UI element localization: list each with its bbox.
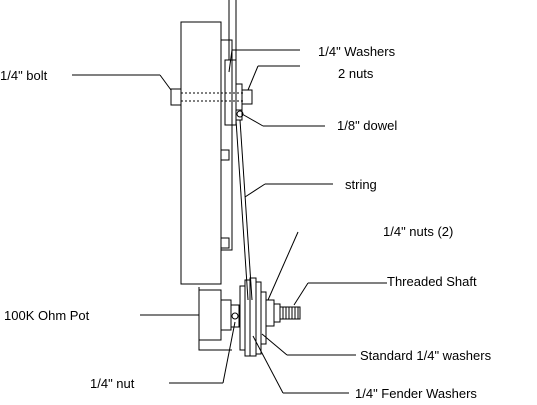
label-fender-washers: 1/4" Fender Washers xyxy=(355,386,477,401)
label-pot: 100K Ohm Pot xyxy=(4,308,90,323)
label-threaded-shaft: Threaded Shaft xyxy=(387,274,477,289)
label-two-nuts: 2 nuts xyxy=(338,66,374,81)
bolt xyxy=(170,83,253,111)
string xyxy=(235,119,253,301)
dowel xyxy=(235,109,244,121)
label-bolt: 1/4" bolt xyxy=(0,68,48,83)
threaded-shaft xyxy=(279,306,301,320)
label-dowel: 1/8" dowel xyxy=(337,118,397,133)
leader-lines xyxy=(72,49,387,394)
shaft-nuts xyxy=(265,299,281,327)
pot-nut xyxy=(230,304,240,328)
washers-stack xyxy=(239,277,267,357)
label-nut: 1/4" nut xyxy=(90,376,135,391)
potentiometer xyxy=(198,289,232,341)
mounting-board xyxy=(180,21,233,285)
label-standard-washers: Standard 1/4" washers xyxy=(360,348,492,363)
label-washers: 1/4" Washers xyxy=(318,44,396,59)
lower-bracket xyxy=(198,287,232,351)
label-nuts-2: 1/4" nuts (2) xyxy=(383,224,453,239)
label-string: string xyxy=(345,177,377,192)
